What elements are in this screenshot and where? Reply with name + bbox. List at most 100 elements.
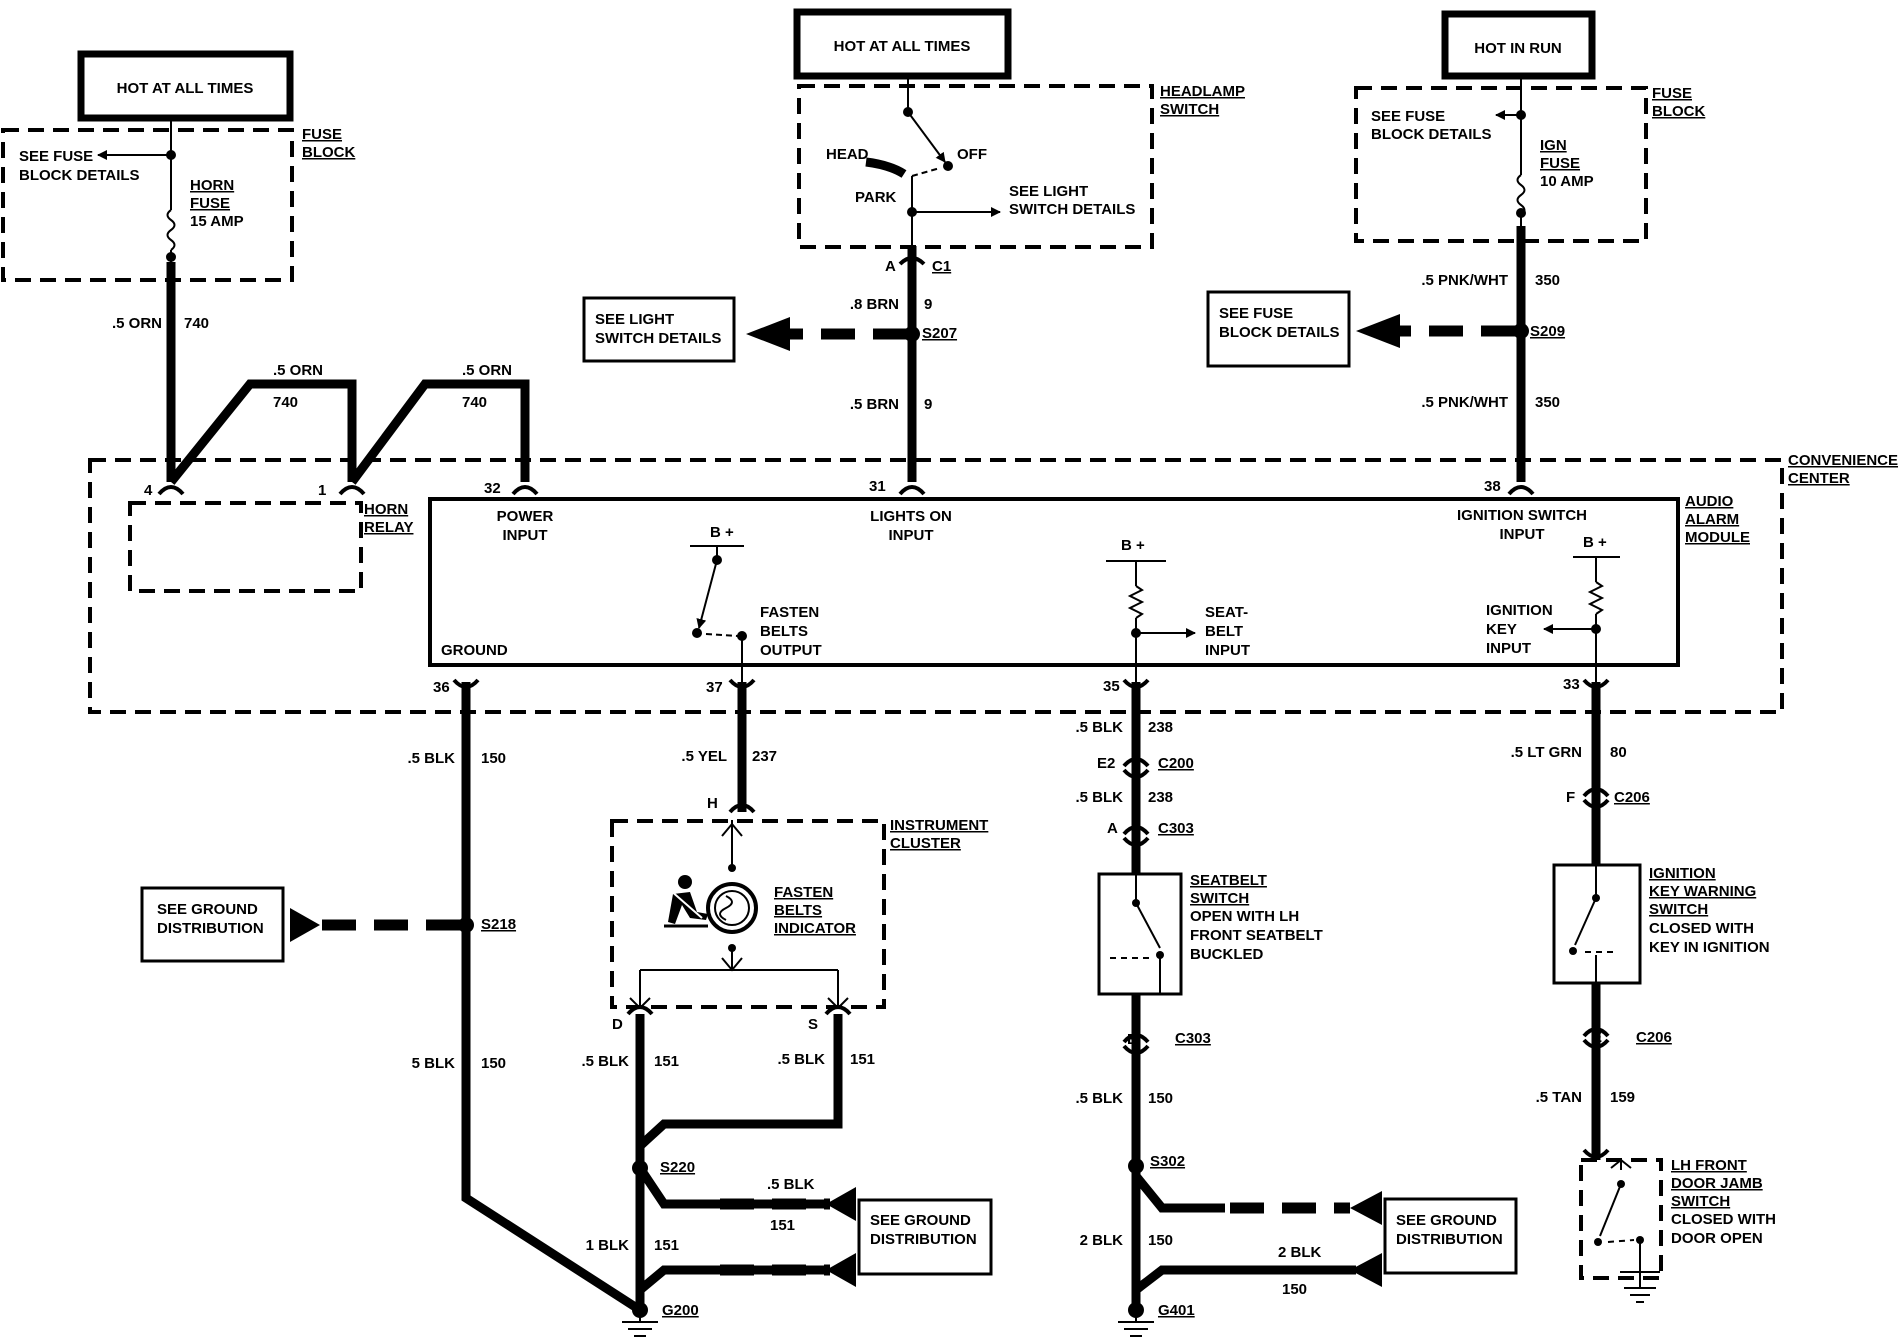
svg-text:B +: B + xyxy=(710,524,734,541)
svg-text:INPUT: INPUT xyxy=(1500,526,1545,543)
svg-text:SEE LIGHT: SEE LIGHT xyxy=(1009,183,1088,200)
svg-text:.5 YEL: .5 YEL xyxy=(681,748,727,765)
svg-text:CLOSED WITH: CLOSED WITH xyxy=(1649,920,1754,937)
see-ground-box-3: SEE GROUND DISTRIBUTION xyxy=(1383,1197,1518,1275)
see-ground-box-1: SEE GROUND DISTRIBUTION xyxy=(140,886,285,963)
svg-text:KEY IN IGNITION: KEY IN IGNITION xyxy=(1649,939,1770,956)
svg-text:C303: C303 xyxy=(1158,820,1194,837)
svg-text:IGNITION SWITCH: IGNITION SWITCH xyxy=(1457,507,1587,524)
svg-text:237: 237 xyxy=(752,748,777,765)
ignition-key-warning-switch: IGNITION KEY WARNING SWITCH CLOSED WITH … xyxy=(1552,863,1770,985)
svg-text:SEATBELT: SEATBELT xyxy=(1190,872,1267,889)
fuse-block-right: FUSE BLOCK SEE FUSE BLOCK DETAILS IGN FU… xyxy=(1354,76,1705,243)
svg-text:CLOSED WITH: CLOSED WITH xyxy=(1671,1211,1776,1228)
svg-text:SWITCH: SWITCH xyxy=(1671,1193,1730,1210)
svg-text:740: 740 xyxy=(184,315,209,332)
svg-text:740: 740 xyxy=(273,394,298,411)
svg-text:DISTRIBUTION: DISTRIBUTION xyxy=(1396,1231,1503,1248)
svg-text:SEE FUSE: SEE FUSE xyxy=(1219,305,1293,322)
svg-text:B: B xyxy=(1127,1031,1138,1048)
svg-text:INPUT: INPUT xyxy=(1486,640,1531,657)
svg-text:.5 ORN: .5 ORN xyxy=(112,315,162,332)
svg-text:.5 ORN: .5 ORN xyxy=(462,362,512,379)
svg-text:HEAD: HEAD xyxy=(826,146,869,163)
svg-text:9: 9 xyxy=(924,396,932,413)
svg-text:36: 36 xyxy=(433,679,450,696)
seatbelt-switch: SEATBELT SWITCH OPEN WITH LH FRONT SEATB… xyxy=(1097,872,1323,996)
svg-text:HOT IN RUN: HOT IN RUN xyxy=(1474,40,1562,57)
svg-text:BLOCK DETAILS: BLOCK DETAILS xyxy=(19,167,140,184)
svg-text:33: 33 xyxy=(1563,676,1580,693)
svg-text:S218: S218 xyxy=(481,916,516,933)
svg-text:FRONT SEATBELT: FRONT SEATBELT xyxy=(1190,927,1323,944)
seat-belt-resistor-icon xyxy=(1127,585,1145,619)
svg-text:.5 BLK: .5 BLK xyxy=(407,750,455,767)
see-ground-box-2: SEE GROUND DISTRIBUTION xyxy=(857,1198,993,1276)
svg-text:5 BLK: 5 BLK xyxy=(412,1055,456,1072)
ground-g200-icon xyxy=(622,1310,658,1337)
svg-text:INDICATOR: INDICATOR xyxy=(774,920,856,937)
svg-text:INPUT: INPUT xyxy=(1205,642,1250,659)
svg-text:S220: S220 xyxy=(660,1159,695,1176)
svg-text:DISTRIBUTION: DISTRIBUTION xyxy=(157,920,264,937)
svg-text:.5 ORN: .5 ORN xyxy=(273,362,323,379)
fuse-block-left: FUSE BLOCK SEE FUSE BLOCK DETAILS HORN F… xyxy=(1,120,355,282)
svg-text:S209: S209 xyxy=(1530,323,1565,340)
svg-text:37: 37 xyxy=(706,679,723,696)
indicator-bulb-icon xyxy=(706,882,758,934)
svg-text:SWITCH DETAILS: SWITCH DETAILS xyxy=(1009,201,1135,218)
svg-text:INPUT: INPUT xyxy=(889,527,934,544)
svg-text:G200: G200 xyxy=(662,1302,699,1319)
svg-text:SWITCH DETAILS: SWITCH DETAILS xyxy=(595,330,721,347)
svg-text:FASTEN: FASTEN xyxy=(760,604,819,621)
svg-text:FUSE: FUSE xyxy=(1540,155,1580,172)
svg-text:HOT AT ALL TIMES: HOT AT ALL TIMES xyxy=(117,80,254,97)
svg-text:BLOCK: BLOCK xyxy=(1652,103,1705,120)
splice-dots xyxy=(458,323,1529,1318)
svg-text:OUTPUT: OUTPUT xyxy=(760,642,822,659)
svg-text:35: 35 xyxy=(1103,678,1120,695)
svg-text:HOT AT ALL TIMES: HOT AT ALL TIMES xyxy=(834,38,971,55)
horn-relay: HORN RELAY xyxy=(128,501,413,593)
hot-in-run: HOT IN RUN xyxy=(1441,10,1596,80)
svg-text:E: E xyxy=(1592,1029,1602,1046)
svg-text:FASTEN: FASTEN xyxy=(774,884,833,901)
svg-text:151: 151 xyxy=(770,1217,795,1234)
seatbelt-person-icon xyxy=(664,875,708,928)
svg-text:A: A xyxy=(1107,820,1118,837)
door-jamb-ground-icon xyxy=(1620,1271,1660,1303)
svg-text:.5 BLK: .5 BLK xyxy=(767,1176,815,1193)
svg-text:S: S xyxy=(808,1016,818,1033)
svg-text:SEE FUSE: SEE FUSE xyxy=(1371,108,1445,125)
svg-text:SWITCH: SWITCH xyxy=(1649,901,1708,918)
svg-text:2 BLK: 2 BLK xyxy=(1080,1232,1124,1249)
svg-text:C206: C206 xyxy=(1636,1029,1672,1046)
svg-text:DOOR OPEN: DOOR OPEN xyxy=(1671,1230,1763,1247)
svg-text:SEE GROUND: SEE GROUND xyxy=(870,1212,971,1229)
svg-text:FUSE: FUSE xyxy=(302,126,342,143)
ign-fuse-icon xyxy=(1516,174,1526,216)
svg-text:350: 350 xyxy=(1535,394,1560,411)
svg-text:OFF: OFF xyxy=(957,146,987,163)
audio-alarm-module: AUDIO ALARM MODULE POWER INPUT LIGHTS ON… xyxy=(428,493,1750,682)
svg-text:38: 38 xyxy=(1484,478,1501,495)
svg-text:BLOCK DETAILS: BLOCK DETAILS xyxy=(1219,324,1340,341)
svg-text:9: 9 xyxy=(924,296,932,313)
dashed-references xyxy=(290,314,1515,1287)
svg-text:INSTRUMENT: INSTRUMENT xyxy=(890,817,988,834)
svg-text:4: 4 xyxy=(144,482,153,499)
svg-text:.5 BLK: .5 BLK xyxy=(777,1051,825,1068)
svg-text:.5 BLK: .5 BLK xyxy=(1075,719,1123,736)
hot-at-all-times-center: HOT AT ALL TIMES xyxy=(793,8,1012,80)
svg-text:IGN: IGN xyxy=(1540,137,1567,154)
svg-text:.5 LT GRN: .5 LT GRN xyxy=(1511,744,1582,761)
svg-text:350: 350 xyxy=(1535,272,1560,289)
svg-text:S207: S207 xyxy=(922,325,957,342)
svg-text:CLUSTER: CLUSTER xyxy=(890,835,961,852)
svg-text:ALARM: ALARM xyxy=(1685,511,1739,528)
svg-text:HORN: HORN xyxy=(190,177,234,194)
svg-text:151: 151 xyxy=(850,1051,875,1068)
svg-text:150: 150 xyxy=(481,1055,506,1072)
svg-text:S302: S302 xyxy=(1150,1153,1185,1170)
